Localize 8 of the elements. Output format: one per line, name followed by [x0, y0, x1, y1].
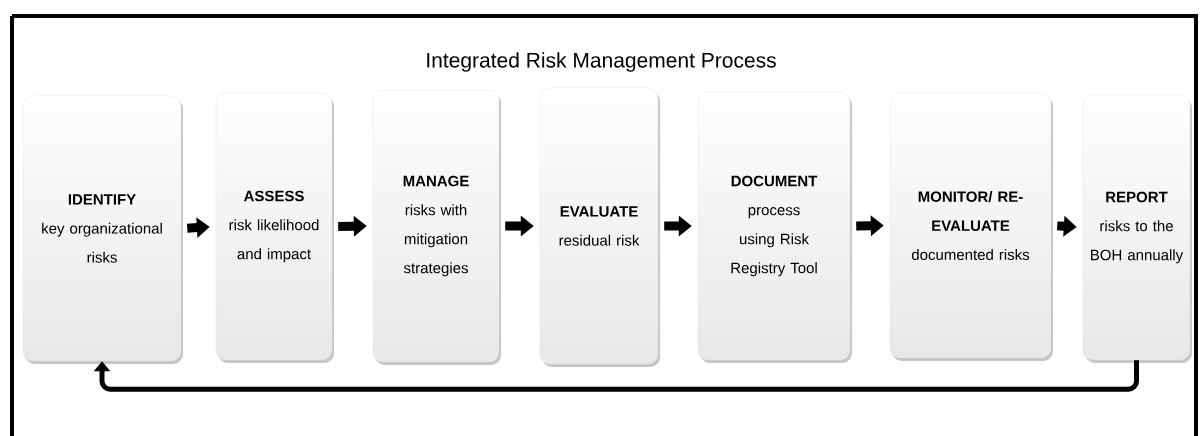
title: Integrated Risk Management Process — [427, 52, 776, 72]
process-box: ASSESS risk likelihood and impact — [215, 92, 334, 363]
process-box: MANAGE risks with mitigation strategies — [372, 89, 501, 365]
process-box: EVALUATE residual risk — [539, 87, 660, 367]
process-box: IDENTIFY key organizational risks — [22, 95, 183, 364]
process-box: REPORT risks to the BOH annually — [1082, 94, 1192, 363]
process-box: DOCUMENT process using Risk Registry Tool — [697, 91, 852, 363]
process-box: MONITOR/ RE-EVALUATE documented risks — [889, 92, 1053, 361]
